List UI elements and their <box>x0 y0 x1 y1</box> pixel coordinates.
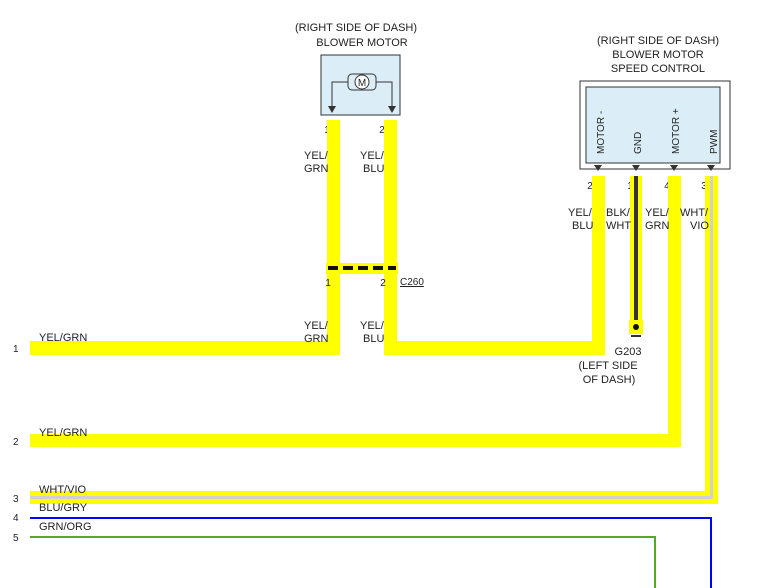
wire-circuit-3-tracer <box>30 176 713 499</box>
circuit-number: 2 <box>13 437 19 448</box>
circuit-number: 5 <box>13 533 19 544</box>
wire-circuit-1 <box>30 341 340 355</box>
terminal-motor-minus: MOTOR - <box>596 111 607 154</box>
circuit-label: YEL/GRN <box>39 332 87 344</box>
motor-internal-wiring <box>331 81 393 110</box>
wire-c260-to-sc-pin2 <box>384 341 605 355</box>
ground-g203: G203 (LEFT SIDE OF DASH) <box>578 176 643 386</box>
wire-color-labels: YEL/ GRN YEL/ BLU YEL/ GRN YEL/ BLU YEL/… <box>304 150 709 345</box>
sc-pin-3: 3 <box>701 181 707 192</box>
wire-label: YEL/ <box>360 150 385 162</box>
circuit-label: YEL/GRN <box>39 427 87 439</box>
ground-location-2: OF DASH) <box>583 374 636 386</box>
yellow-wires <box>30 120 718 504</box>
wire-label: BLU <box>363 163 384 175</box>
circuit-number: 1 <box>13 344 19 355</box>
wire-label: BLU <box>572 220 593 232</box>
ground-location-1: (LEFT SIDE <box>578 360 637 372</box>
motor-symbol-icon <box>354 74 370 90</box>
pin2-arrow-icon <box>388 106 396 113</box>
wire-label: YEL/ <box>304 320 329 332</box>
wire-circuit-2 <box>30 434 681 447</box>
wire-label: YEL/ <box>645 207 670 219</box>
wire-label: GRN <box>304 333 329 345</box>
terminal-pwm: PWM <box>709 130 720 154</box>
speed-control: (RIGHT SIDE OF DASH) BLOWER MOTOR SPEED … <box>579 35 731 192</box>
ground-id: G203 <box>615 346 642 358</box>
wire-label: WHT/ <box>680 207 709 219</box>
speed-control-name-1: BLOWER MOTOR <box>612 49 704 61</box>
wire-label: GRN <box>645 220 670 232</box>
circuit-number: 4 <box>13 513 19 524</box>
sc-pin3-arrow-icon <box>707 165 715 171</box>
wire-sc-pin2 <box>592 176 605 355</box>
circuit-label: GRN/ORG <box>39 521 92 533</box>
wire-label: YEL/ <box>568 207 593 219</box>
wire-motor-pin2 <box>384 120 397 355</box>
left-circuits: 1 YEL/GRN 2 YEL/GRN 3 WHT/VIO 4 BLU/GRY … <box>13 332 92 544</box>
wire-label: WHT <box>606 220 631 232</box>
wire-label: BLK/ <box>606 207 631 219</box>
wire-label: GRN <box>304 163 329 175</box>
speed-control-inner-box <box>585 86 721 164</box>
blower-motor-name: BLOWER MOTOR <box>316 37 408 49</box>
wire-label: BLU <box>363 333 384 345</box>
circuit-label: BLU/GRY <box>39 502 88 514</box>
wire-circuit-4 <box>30 517 712 588</box>
sc-pin1-arrow-icon <box>632 165 640 171</box>
sc-pin-2: 2 <box>587 181 593 192</box>
blower-motor-pin2: 2 <box>379 125 385 136</box>
blower-motor: (RIGHT SIDE OF DASH) BLOWER MOTOR M 1 2 <box>295 22 417 136</box>
terminal-motor-plus: MOTOR + <box>671 108 682 154</box>
connector-c260: 1 2 C260 <box>325 263 424 289</box>
wire-sc-pin1-stripe <box>634 176 638 324</box>
pin1-arrow-icon <box>328 106 336 113</box>
motor-symbol-letter: M <box>358 78 366 89</box>
sc-pin4-arrow-icon <box>670 165 678 171</box>
sc-pin-4: 4 <box>664 181 670 192</box>
blower-motor-location: (RIGHT SIDE OF DASH) <box>295 22 417 34</box>
wire-motor-pin1 <box>327 120 340 355</box>
wire-label: VIO <box>690 220 709 232</box>
ground-icon <box>633 324 639 330</box>
terminal-gnd: GND <box>633 132 644 154</box>
sc-pin2-arrow-icon <box>594 165 602 171</box>
wire-sc-pin4 <box>668 176 681 447</box>
c260-pin1: 1 <box>325 278 331 289</box>
wire-label: YEL/ <box>360 320 385 332</box>
circuit-label: WHT/VIO <box>39 484 86 496</box>
c260-pin2: 2 <box>380 278 386 289</box>
c260-id: C260 <box>400 277 424 288</box>
speed-control-location: (RIGHT SIDE OF DASH) <box>597 35 719 47</box>
wire-label: YEL/ <box>304 150 329 162</box>
circuit-number: 3 <box>13 494 19 505</box>
wire-circuit-5 <box>30 536 656 588</box>
speed-control-name-2: SPEED CONTROL <box>611 63 705 75</box>
